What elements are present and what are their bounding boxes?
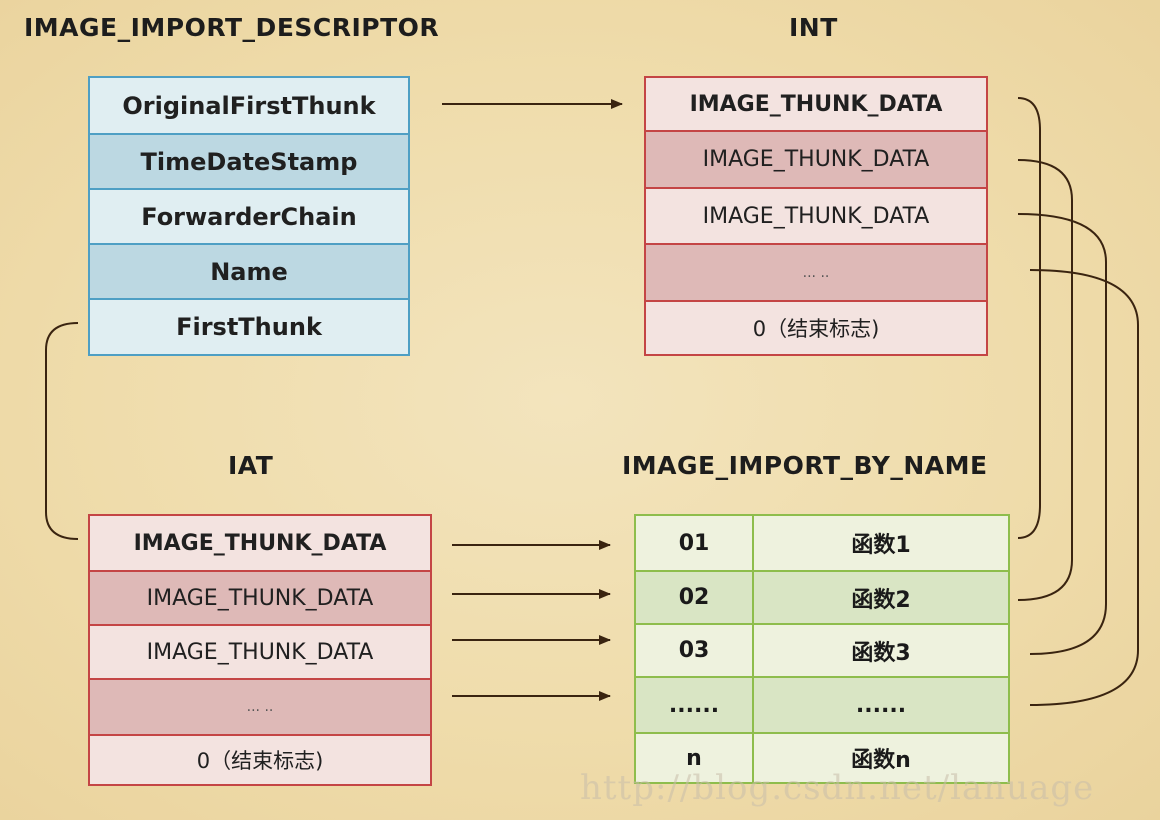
int-row: IMAGE_THUNK_DATA [646,130,986,187]
int-row-terminator: 0（结束标志) [646,300,986,354]
int-row-ellipsis: ... .. [646,243,986,300]
iat-row-terminator: 0（结束标志) [90,734,430,784]
int-table: IMAGE_THUNK_DATA IMAGE_THUNK_DATA IMAGE_… [644,76,988,356]
import-by-name-table: 01 函数1 02 函数2 03 函数3 ...... ...... n 函数n [634,514,1010,784]
iat-row: IMAGE_THUNK_DATA [90,624,430,678]
function-name-cell: 函数1 [851,533,911,558]
connector-first-thunk-to-iat [45,322,79,540]
iat-table: IMAGE_THUNK_DATA IMAGE_THUNK_DATA IMAGE_… [88,514,432,786]
iat-row: IMAGE_THUNK_DATA [90,516,430,570]
function-name-cell: 函数3 [851,640,911,666]
hint-cell: 02 [636,572,754,623]
import-by-name-row: ...... ...... [636,676,1008,732]
descriptor-title: IMAGE_IMPORT_DESCRIPTOR [24,13,440,42]
int-row: IMAGE_THUNK_DATA [646,78,986,130]
import-by-name-title: IMAGE_IMPORT_BY_NAME [622,451,988,480]
int-row: IMAGE_THUNK_DATA [646,187,986,243]
connector-int-to-name-3 [1017,213,1107,655]
connector-int-to-name-4 [1029,269,1139,706]
iat-row-ellipsis: ... .. [90,678,430,734]
descriptor-table: OriginalFirstThunk TimeDateStamp Forward… [88,76,410,356]
descriptor-row-original-first-thunk: OriginalFirstThunk [90,78,408,133]
iat-title: IAT [228,451,274,480]
hint-cell: ...... [636,678,754,732]
hint-cell: n [636,734,754,782]
int-title: INT [789,13,838,42]
function-name-cell: ...... [855,692,907,718]
hint-cell: 01 [636,516,754,570]
descriptor-row-forwarder-chain: ForwarderChain [90,188,408,243]
iat-row: IMAGE_THUNK_DATA [90,570,430,624]
connector-int-to-name-1 [1017,97,1041,539]
function-name-cell: 函数n [851,748,911,773]
connector-int-to-name-2 [1017,159,1073,601]
import-by-name-row: n 函数n [636,732,1008,782]
hint-cell: 03 [636,625,754,676]
descriptor-row-time-date-stamp: TimeDateStamp [90,133,408,188]
descriptor-row-name: Name [90,243,408,298]
watermark: http://blog.csdn.net/lanuage [580,768,1095,808]
descriptor-row-first-thunk: FirstThunk [90,298,408,354]
import-by-name-row: 03 函数3 [636,623,1008,676]
import-by-name-row: 01 函数1 [636,516,1008,570]
import-by-name-row: 02 函数2 [636,570,1008,623]
function-name-cell: 函数2 [851,587,911,613]
